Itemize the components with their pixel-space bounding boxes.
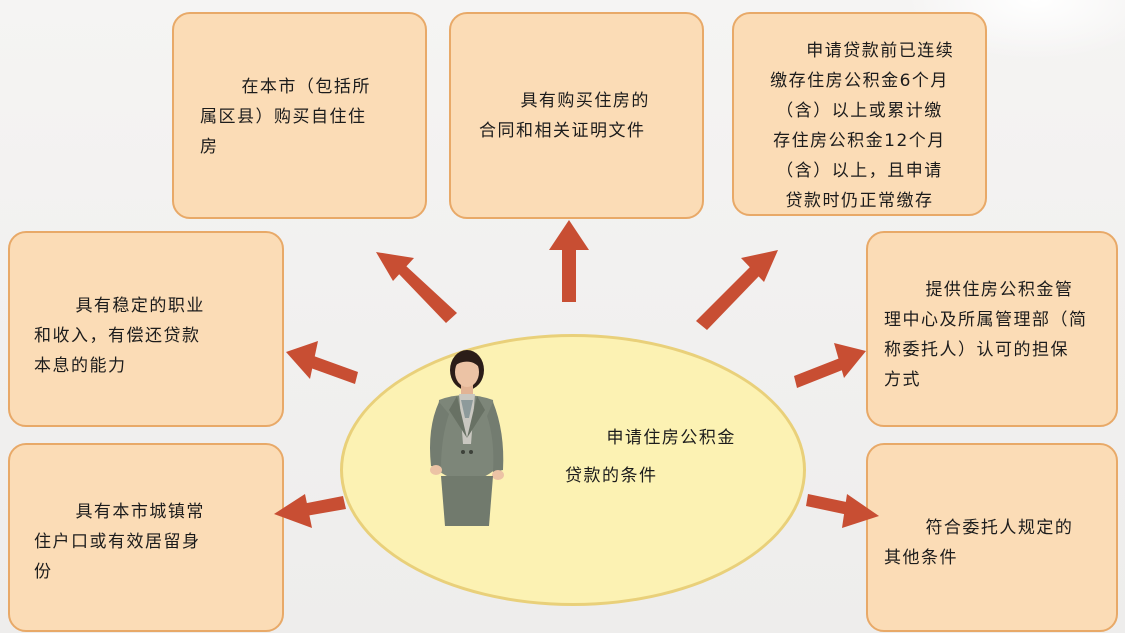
condition-text: 提供住房公积金管 理中心及所属管理部（简 称委托人）认可的担保 方式 (884, 280, 1088, 390)
condition-box-stable-income: 具有稳定的职业 和收入，有偿还贷款 本息的能力 (8, 231, 284, 427)
center-ellipse (340, 334, 806, 606)
center-title: 申请住房公积金 贷款的条件 (565, 419, 765, 495)
arrow-to-residency (274, 494, 346, 528)
center-title-text: 申请住房公积金 贷款的条件 (565, 428, 736, 486)
arrow-to-stable-income (286, 341, 358, 384)
businesswoman-figure (430, 350, 504, 526)
condition-text: 具有本市城镇常 住户口或有效居留身 份 (34, 502, 205, 582)
arrow-to-other (806, 494, 879, 528)
arrow-to-purchase-contract (549, 220, 589, 302)
condition-box-purchase-contract: 具有购买住房的 合同和相关证明文件 (449, 12, 704, 219)
condition-text: 具有稳定的职业 和收入，有偿还贷款 本息的能力 (34, 296, 205, 376)
condition-box-purchase-local-home: 在本市（包括所 属区县）购买自住住 房 (172, 12, 427, 219)
condition-box-other: 符合委托人规定的 其他条件 (866, 443, 1118, 632)
condition-text: 具有购买住房的 合同和相关证明文件 (479, 91, 650, 141)
arrow-to-purchase-local-home (376, 252, 457, 323)
arrow-to-deposit-history (696, 250, 778, 330)
condition-box-deposit-history: 申请贷款前已连续 缴存住房公积金6个月 （含）以上或累计缴 存住房公积金12个月… (732, 12, 987, 216)
condition-box-residency: 具有本市城镇常 住户口或有效居留身 份 (8, 443, 284, 632)
condition-text: 在本市（包括所 属区县）购买自住住 房 (200, 77, 371, 157)
condition-text: 申请贷款前已连续 缴存住房公积金6个月 （含）以上或累计缴 存住房公积金12个月… (770, 41, 955, 211)
condition-box-guarantee: 提供住房公积金管 理中心及所属管理部（简 称委托人）认可的担保 方式 (866, 231, 1118, 427)
condition-text: 符合委托人规定的 其他条件 (884, 518, 1074, 568)
arrow-to-guarantee (794, 343, 866, 388)
